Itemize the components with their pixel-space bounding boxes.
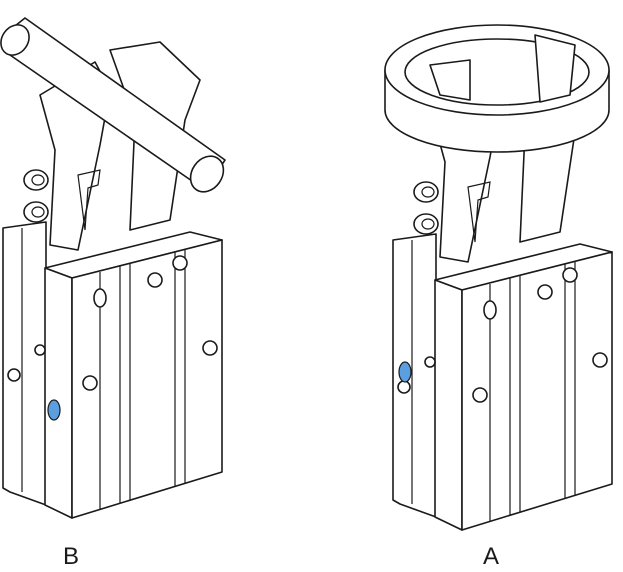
ring-workpiece <box>384 24 610 153</box>
port-highlight-b <box>47 399 61 421</box>
label-a: A <box>483 543 500 570</box>
gripper-a <box>384 24 613 531</box>
label-b: B <box>63 543 80 570</box>
gripper-b <box>0 17 226 519</box>
port-highlight-a <box>398 361 412 383</box>
cylinder-workpiece <box>0 17 226 193</box>
